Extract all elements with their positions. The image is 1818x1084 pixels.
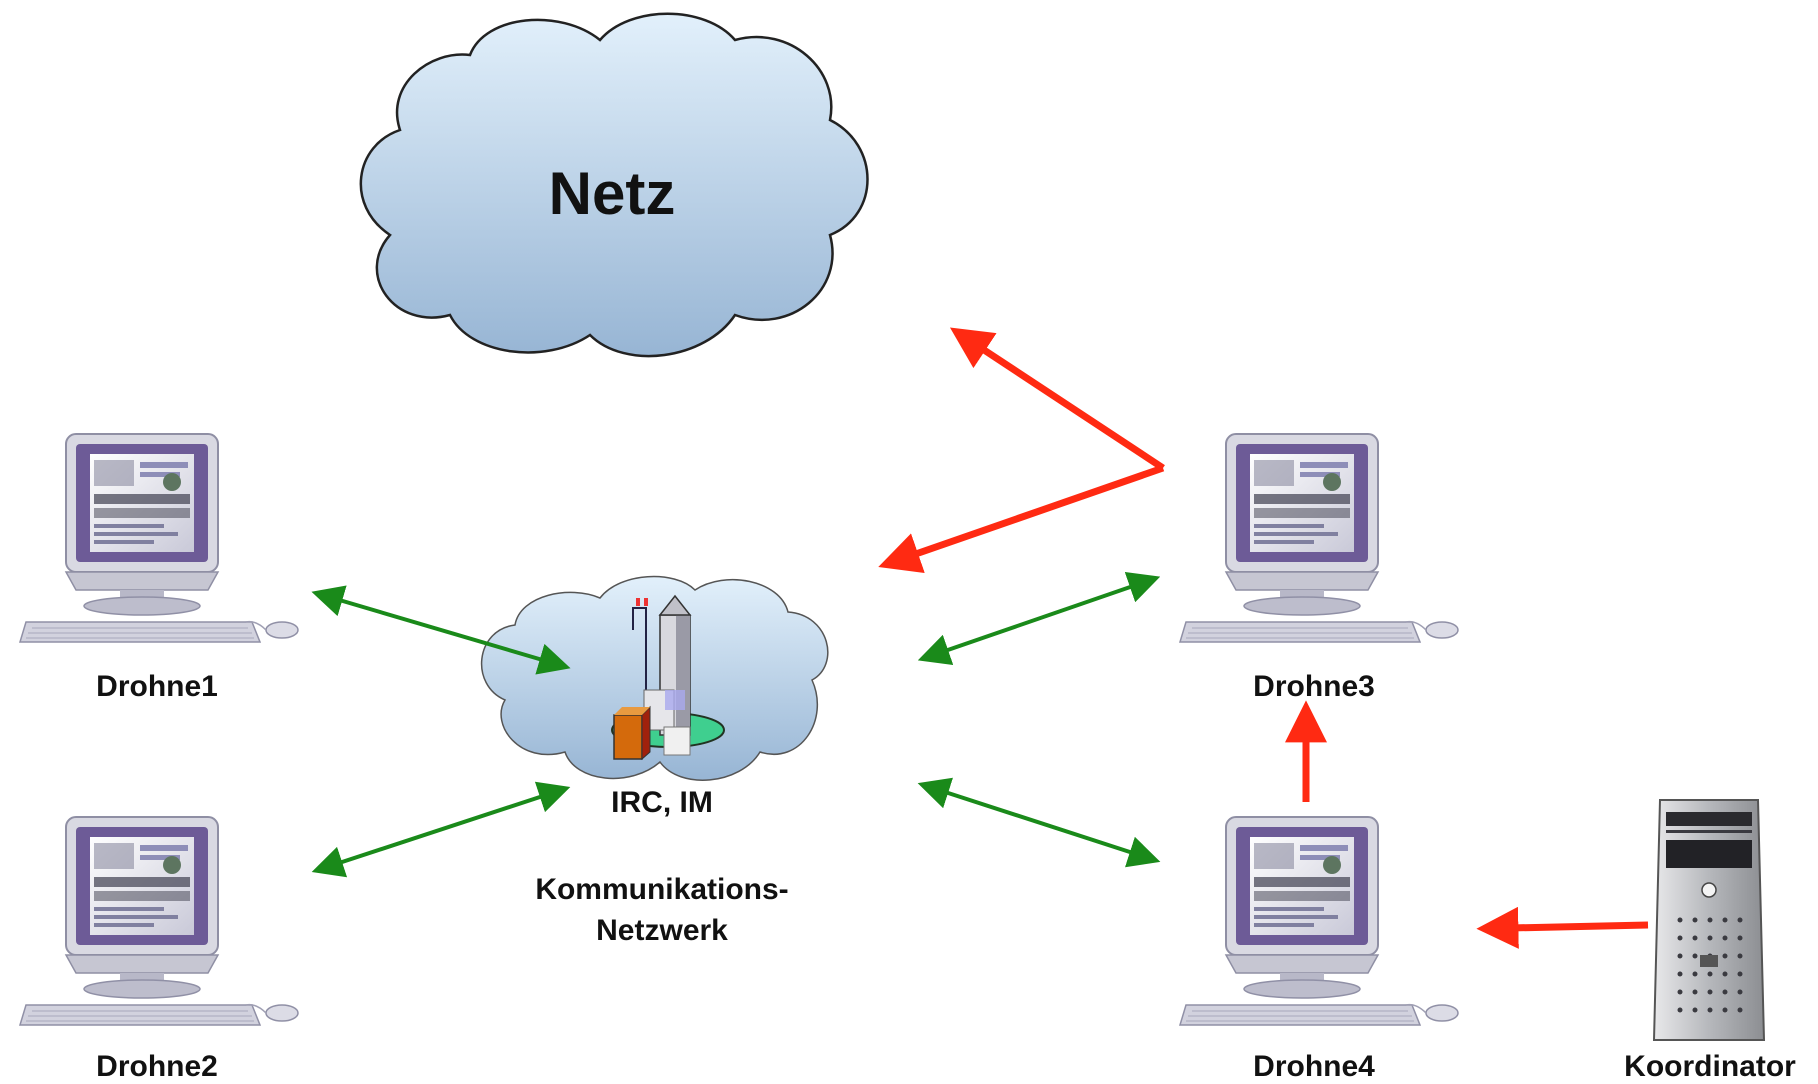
comm-arrows bbox=[311, 571, 1161, 878]
communication-cloud: IRC, IM bbox=[480, 575, 829, 819]
coordinator-tower bbox=[1652, 799, 1766, 1041]
computer-icon bbox=[19, 433, 299, 643]
drone1-computer bbox=[19, 433, 299, 643]
arrow-drone1-cloud bbox=[311, 585, 571, 675]
arrow-drone3-to-comm bbox=[878, 464, 1165, 574]
arrow-drone2-cloud bbox=[311, 781, 571, 878]
irc-server-icon bbox=[611, 594, 725, 761]
cloud-shape-top bbox=[359, 12, 869, 358]
drone3-computer bbox=[1179, 433, 1459, 643]
drone4-computer bbox=[1179, 816, 1459, 1026]
server-tower-icon bbox=[1652, 799, 1766, 1041]
internet-cloud: Netz bbox=[359, 12, 869, 358]
computer-icon bbox=[1179, 816, 1459, 1026]
cloud-top-label: Netz bbox=[549, 160, 676, 227]
comm-network-caption-1: Kommunikations- bbox=[535, 873, 788, 906]
cloud-shape-center bbox=[480, 575, 829, 781]
drone2-label: Drohne2 bbox=[96, 1050, 218, 1083]
comm-network-caption-2: Netzwerk bbox=[596, 914, 728, 947]
attack-arrows bbox=[878, 327, 1649, 949]
arrow-drone3-to-internet bbox=[949, 327, 1165, 471]
arrow-drone4-cloud bbox=[917, 777, 1161, 868]
computer-icon bbox=[19, 816, 299, 1026]
arrow-drone3-cloud bbox=[917, 571, 1161, 666]
cloud-center-label: IRC, IM bbox=[611, 786, 713, 819]
arrow-coordinator-to-drone4 bbox=[1476, 906, 1649, 949]
drone1-label: Drohne1 bbox=[96, 670, 218, 703]
coordinator-label: Koordinator bbox=[1624, 1050, 1796, 1083]
drone3-label: Drohne3 bbox=[1253, 670, 1375, 703]
drone2-computer bbox=[19, 816, 299, 1026]
computer-icon bbox=[1179, 433, 1459, 643]
drone4-label: Drohne4 bbox=[1253, 1050, 1375, 1083]
